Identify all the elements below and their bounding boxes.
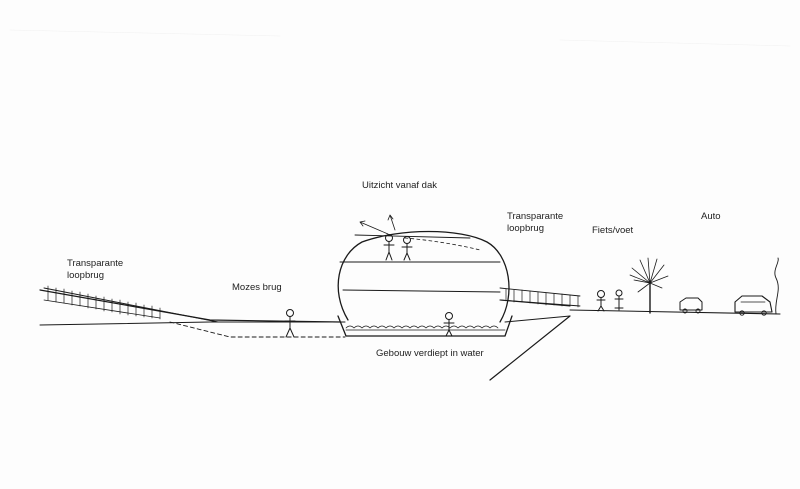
label-left-walkway-line2: loopbrug xyxy=(67,270,104,281)
moses-bridge xyxy=(169,321,346,338)
label-sunken-building: Gebouw verdiept in water xyxy=(376,348,484,359)
road-edge xyxy=(774,257,779,315)
person-roof-1 xyxy=(383,234,395,261)
person-moses-bridge xyxy=(284,309,296,338)
water-line xyxy=(209,315,571,323)
label-left-transparent-walkway: Transparante loopbrug xyxy=(67,258,123,282)
person-cyclist xyxy=(614,289,624,311)
label-right-walkway-line1: Transparante xyxy=(507,211,564,222)
car-small-icon xyxy=(679,297,703,314)
label-roof-view: Uitzicht vanaf dak xyxy=(362,180,437,191)
tree-icon xyxy=(629,257,669,314)
person-roof-2 xyxy=(401,236,413,261)
person-walker xyxy=(596,290,606,312)
view-arrows-icon xyxy=(359,214,396,235)
person-basin xyxy=(443,312,455,337)
right-transparent-walkway xyxy=(499,287,581,308)
round-building xyxy=(337,230,510,323)
label-left-walkway-line1: Transparante xyxy=(67,258,124,269)
building-basin xyxy=(337,315,513,337)
car-large-icon xyxy=(734,295,773,316)
label-right-transparent-walkway: Transparante loopbrug xyxy=(507,211,563,235)
label-moses-bridge: Mozes brug xyxy=(232,282,282,293)
label-right-walkway-line2: loopbrug xyxy=(507,223,544,234)
left-bank xyxy=(39,289,341,326)
left-transparent-walkway xyxy=(43,285,219,323)
label-bike-foot: Fiets/voet xyxy=(592,225,634,236)
label-car: Auto xyxy=(701,211,721,222)
